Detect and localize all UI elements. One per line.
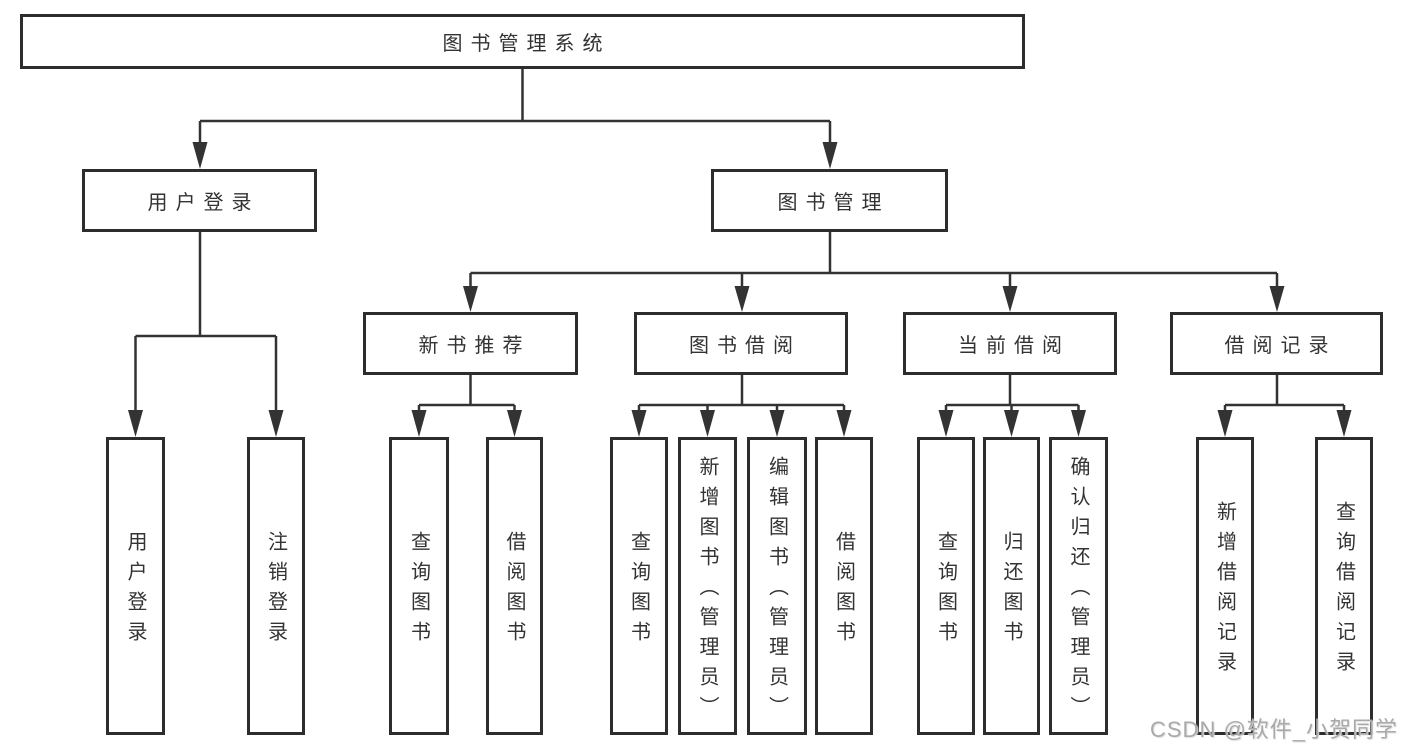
connector-book-borrow-to-leaves <box>631 375 852 437</box>
node-label: 图书管理 <box>777 192 890 214</box>
arrowhead <box>700 410 715 437</box>
arrowhead <box>1002 286 1018 312</box>
arrowhead <box>1269 286 1285 312</box>
leaf-query-books-3: 查询图书 <box>917 437 975 735</box>
node-user-login: 用户登录 <box>82 169 317 232</box>
node-label: 编辑图书（管理员） <box>765 456 788 726</box>
arrowhead <box>192 142 208 169</box>
node-label: 借阅记录 <box>1224 335 1337 357</box>
connector-borrow-record-to-leaves <box>1217 375 1352 437</box>
node-label: 借阅图书 <box>832 531 855 651</box>
node-label: 查询借阅记录 <box>1332 501 1355 681</box>
connector-book-mgmt-to-level3 <box>463 232 1285 312</box>
node-label: 用户登录 <box>124 531 146 651</box>
node-label: 图书借阅 <box>689 335 801 357</box>
arrowhead <box>822 142 838 169</box>
node-book-borrow: 图书借阅 <box>634 312 848 375</box>
connector-root-to-level2 <box>192 69 838 169</box>
leaf-logout: 注销登录 <box>247 437 305 735</box>
leaf-return-book: 归还图书 <box>983 437 1040 735</box>
leaf-add-borrow-record: 新增借阅记录 <box>1196 437 1254 735</box>
arrowhead <box>1004 410 1019 437</box>
node-label: 新增借阅记录 <box>1213 501 1236 681</box>
leaf-edit-book-admin: 编辑图书（管理员） <box>747 437 807 735</box>
node-new-book-recommend: 新书推荐 <box>363 312 578 375</box>
arrowhead <box>128 410 143 437</box>
arrowhead <box>463 286 478 312</box>
node-root-library-system: 图书管理系统 <box>20 14 1025 69</box>
arrowhead <box>938 410 954 437</box>
connector-new-book-to-leaves <box>411 375 522 437</box>
leaf-borrow-books-2: 借阅图书 <box>815 437 873 735</box>
leaf-add-book-admin: 新增图书（管理员） <box>678 437 737 735</box>
leaf-query-books-1: 查询图书 <box>389 437 449 735</box>
node-label: 查询图书 <box>627 531 650 651</box>
arrowhead <box>1071 410 1086 437</box>
node-label: 用户登录 <box>147 192 260 214</box>
arrowhead <box>1217 410 1233 437</box>
node-label: 新书推荐 <box>418 335 531 357</box>
leaf-query-borrow-record: 查询借阅记录 <box>1315 437 1373 735</box>
node-label: 当前借阅 <box>958 335 1070 357</box>
arrowhead <box>836 410 852 437</box>
connector-current-borrow-to-leaves <box>938 375 1086 437</box>
node-label: 查询图书 <box>407 531 430 651</box>
leaf-confirm-return-admin: 确认归还（管理员） <box>1049 437 1108 735</box>
leaf-user-login: 用户登录 <box>106 437 165 735</box>
node-label: 确认归还（管理员） <box>1067 456 1089 726</box>
node-label: 注销登录 <box>264 531 287 651</box>
arrowhead <box>507 410 522 437</box>
node-borrow-record: 借阅记录 <box>1170 312 1383 375</box>
arrowhead <box>1336 410 1352 437</box>
node-label: 查询图书 <box>934 531 957 651</box>
arrowhead <box>631 410 647 437</box>
arrowhead <box>769 410 785 437</box>
csdn-watermark: CSDN @软件_小贺同学 <box>1150 717 1399 742</box>
node-current-borrow: 当前借阅 <box>903 312 1117 375</box>
arrowhead <box>268 410 284 437</box>
node-label: 新增图书（管理员） <box>696 456 718 726</box>
node-label: 图书管理系统 <box>442 33 611 55</box>
leaf-query-books-2: 查询图书 <box>610 437 668 735</box>
node-label: 归还图书 <box>1000 531 1022 651</box>
node-book-management: 图书管理 <box>711 169 948 232</box>
arrowhead <box>411 410 427 437</box>
arrowhead <box>734 286 750 312</box>
node-label: 借阅图书 <box>503 531 525 651</box>
leaf-borrow-books-1: 借阅图书 <box>486 437 543 735</box>
connector-user-login-to-leaves <box>128 232 284 437</box>
